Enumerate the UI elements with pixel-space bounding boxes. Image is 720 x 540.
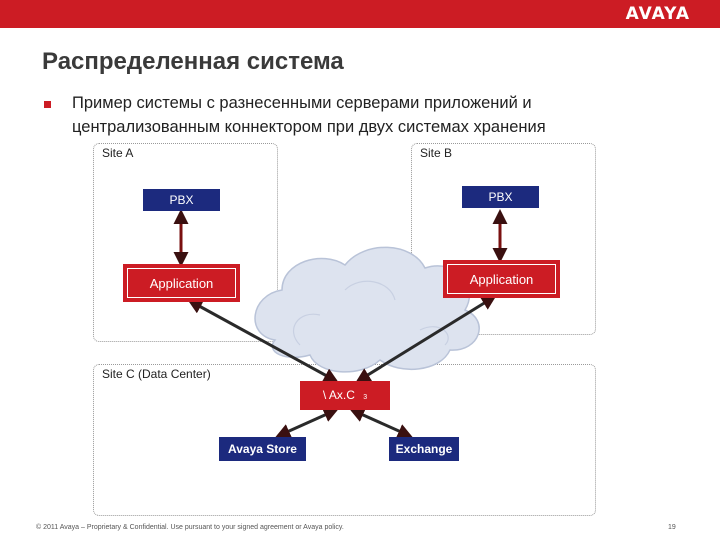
application-site-a-label: Application: [127, 268, 236, 298]
header-bar: AVAYA: [0, 0, 720, 28]
axc-to-exchange-connector: [349, 408, 413, 438]
axc-connector-node: \ Ax.C 3: [300, 381, 390, 410]
site-b-box: [411, 143, 596, 335]
site-a-label: Site A: [102, 146, 134, 160]
page-title: Распределенная система: [42, 48, 344, 75]
application-site-b: Application: [443, 260, 560, 298]
application-site-b-label: Application: [447, 264, 556, 294]
axc-to-store-connector: [275, 408, 339, 438]
app-b-to-axc-connector: [355, 295, 497, 383]
site-b-label: Site B: [420, 146, 453, 160]
site-a-box: [93, 143, 278, 342]
app-a-to-axc-connector: [187, 299, 339, 383]
avaya-store-node: Avaya Store: [219, 437, 306, 461]
axc-suffix: 3: [363, 394, 368, 401]
exchange-node: Exchange: [389, 437, 459, 461]
avaya-logo: AVAYA: [625, 4, 690, 24]
site-c-label: Site C (Data Center): [102, 367, 211, 381]
axc-label: \ Ax.C: [322, 388, 355, 402]
footer-copyright: © 2011 Avaya – Proprietary & Confidentia…: [36, 524, 344, 531]
pbx-site-b: PBX: [462, 186, 539, 208]
page-number: 19: [668, 524, 676, 531]
application-site-a: Application: [123, 264, 240, 302]
bullet-text: Пример системы с разнесенными серверами …: [72, 94, 546, 136]
bullet-icon: [44, 101, 51, 108]
pbx-site-a: PBX: [143, 189, 220, 211]
